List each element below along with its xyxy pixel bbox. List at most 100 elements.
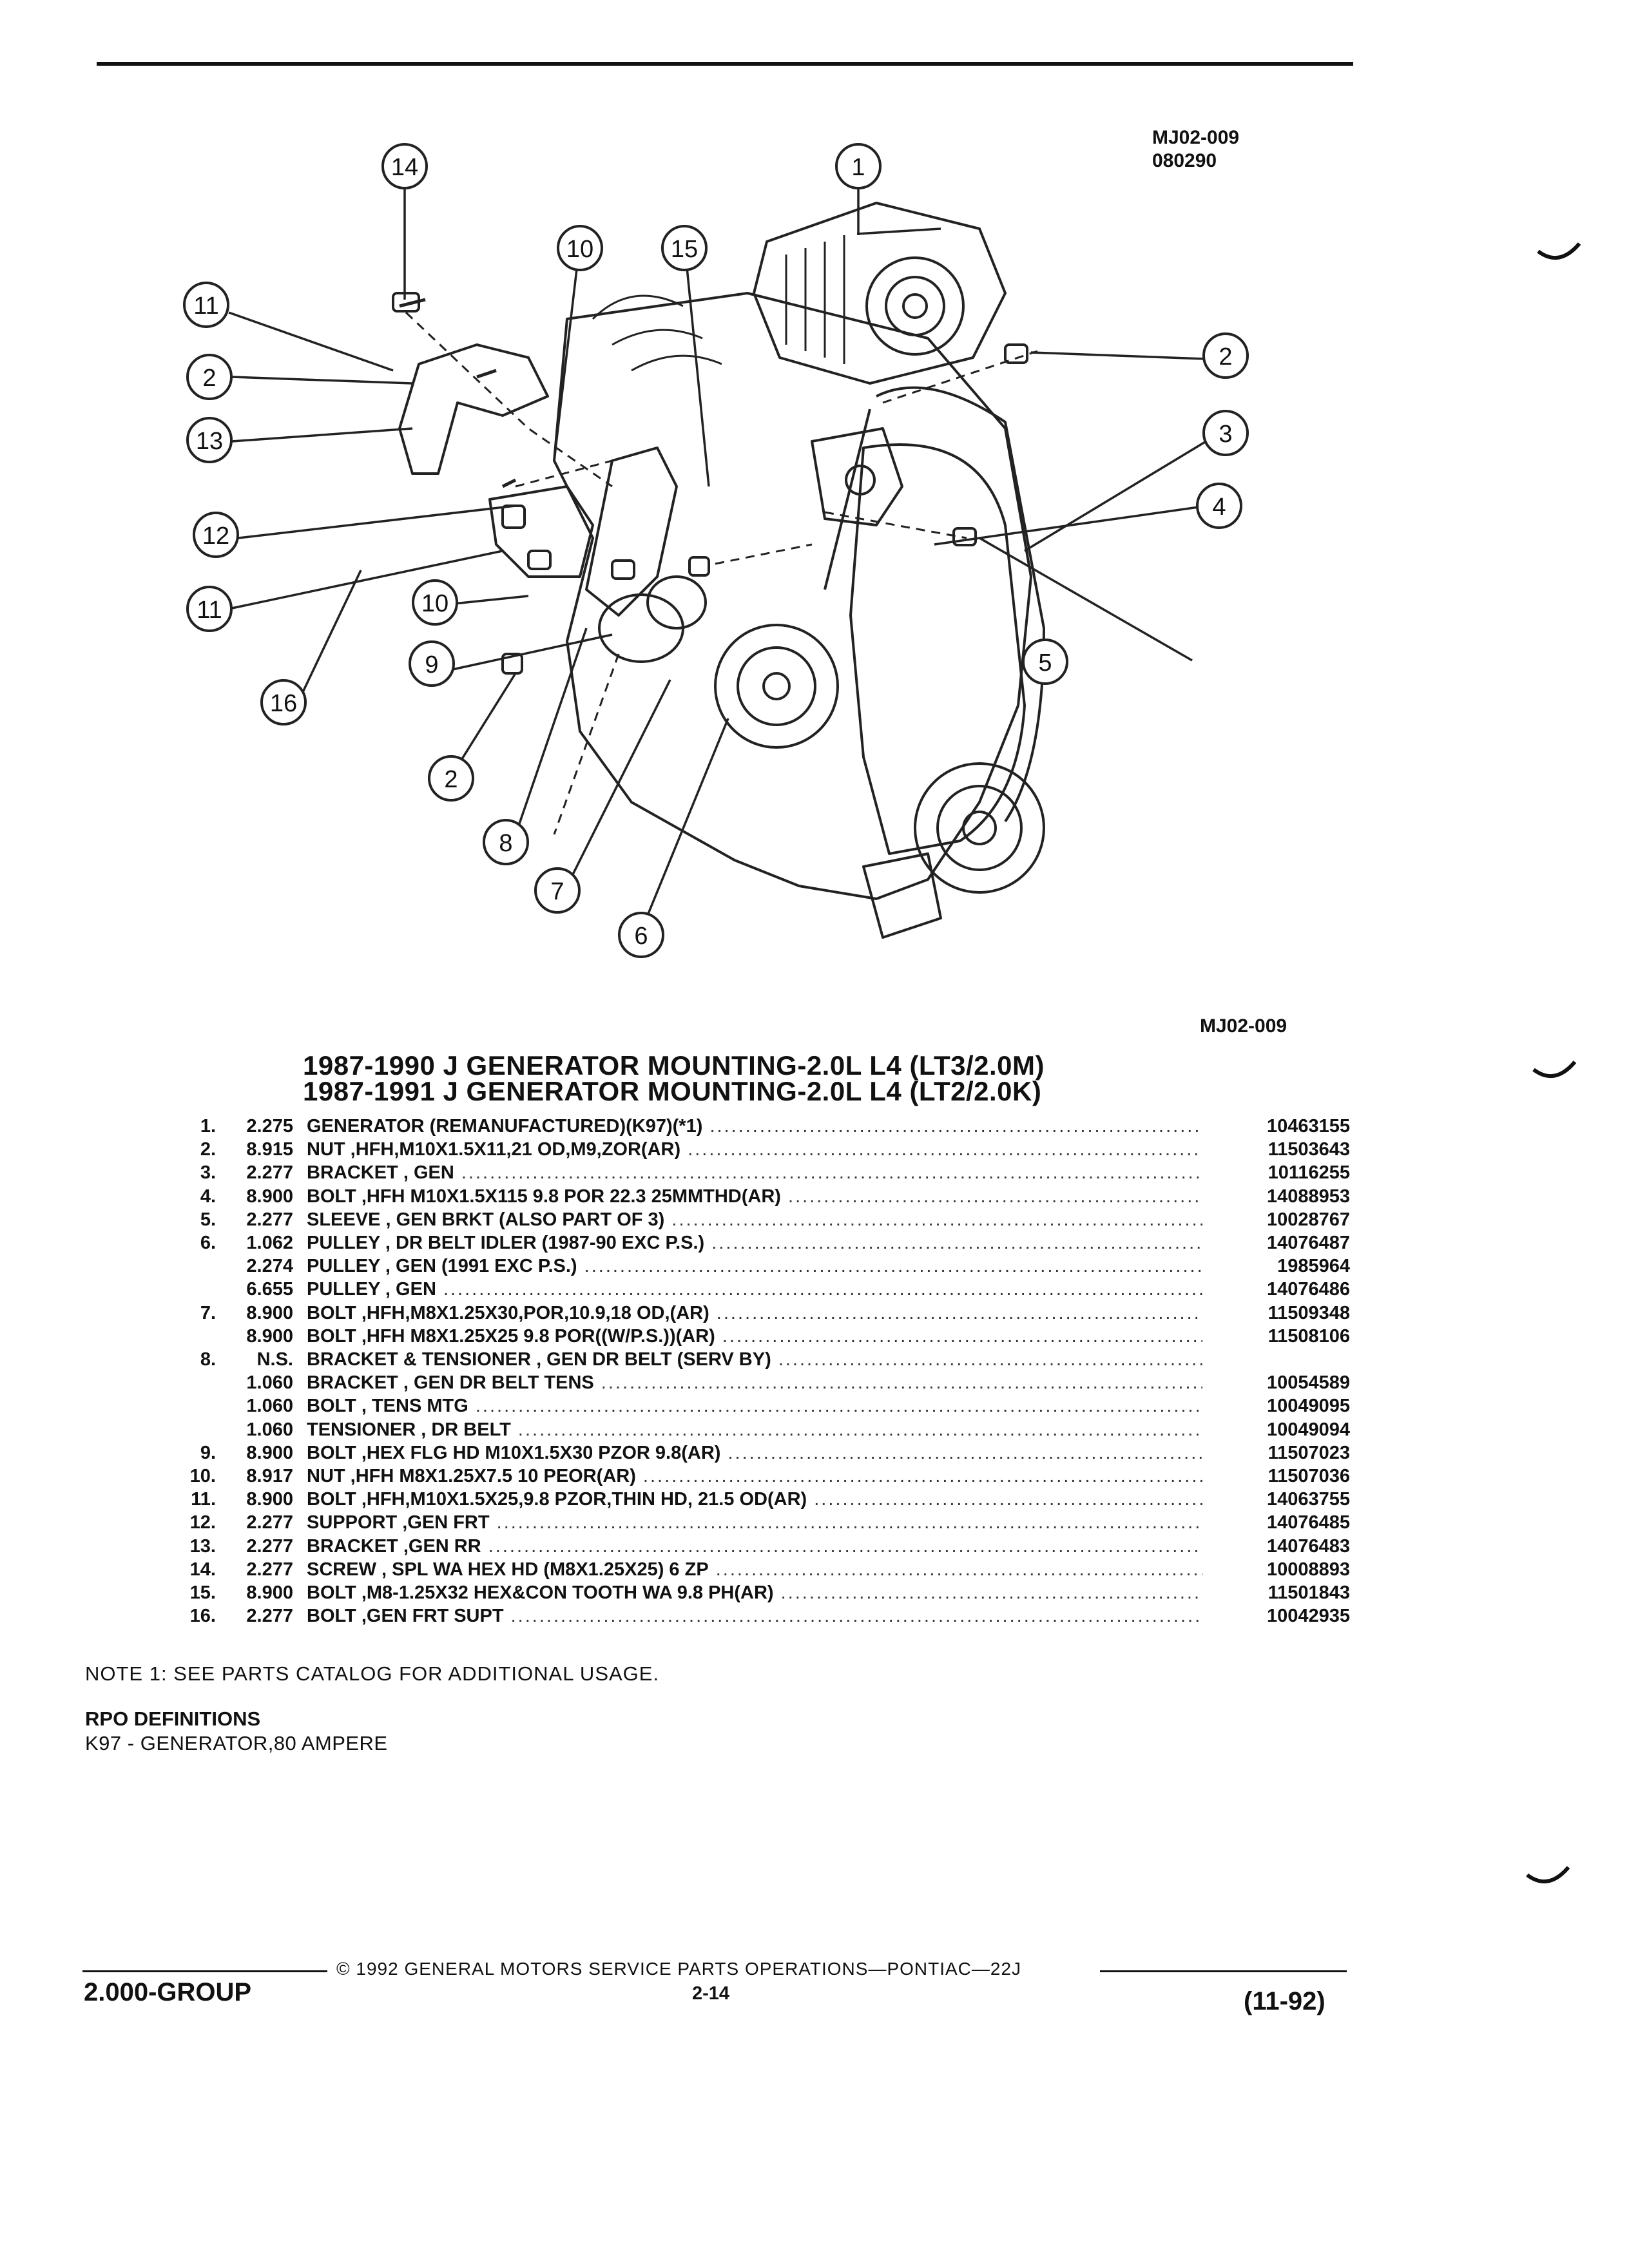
svg-text:7: 7 [550,878,564,905]
part-item-number: 4. [200,1186,216,1207]
part-number: 14076485 [1266,1512,1350,1533]
part-description: BOLT ,HFH M8X1.25X25 9.8 POR((W/P.S.))(A… [307,1325,715,1347]
part-row: 7. 8.900 BOLT ,HFH,M8X1.25X30,POR,10.9,18 … [0,1303,1629,1326]
part-description: GENERATOR (REMANUFACTURED)(K97)(*1) [307,1116,703,1137]
part-group-code: 2.277 [246,1535,293,1557]
dot-leaders: ........................................… [671,1209,1202,1230]
part-description: BOLT ,HFH,M10X1.5X25,9.8 PZOR,THIN HD, 2… [307,1489,807,1510]
part-description-cell: BOLT ,HFH M8X1.25X25 9.8 POR((W/P.S.))(A… [307,1326,1202,1347]
copyright: © 1992 GENERAL MOTORS SERVICE PARTS OPER… [336,1959,1022,1979]
dot-leaders: ........................................… [722,1325,1202,1347]
page-titles: 1987-1990 J GENERATOR MOUNTING-2.0L L4 (… [303,1050,1045,1106]
svg-text:15: 15 [671,236,698,263]
dot-leaders: ........................................… [716,1302,1202,1323]
part-row: 16. 2.277 BOLT ,GEN FRT SUPT .............… [0,1606,1629,1629]
footer-rule-left [82,1970,327,1972]
diagram-id-block: MJ02-009 080290 [1152,126,1239,173]
dot-leaders: ........................................… [780,1582,1202,1603]
dot-leaders: ........................................… [711,1233,1202,1253]
part-description: SUPPORT ,GEN FRT [307,1512,490,1533]
part-description: SLEEVE , GEN BRKT (ALSO PART OF 3) [307,1209,665,1230]
part-number: 11507023 [1268,1442,1350,1463]
callout-14: 14 [381,143,428,189]
part-group-code: 2.277 [246,1209,293,1230]
part-description-cell: BOLT ,M8-1.25X32 HEX&CON TOOTH WA 9.8 PH… [307,1582,1202,1604]
part-description: BOLT , TENS MTG [307,1396,468,1417]
callout-11-bottom: 11 [186,586,233,632]
part-number: 14088953 [1266,1186,1350,1207]
part-group-code: 2.277 [246,1606,293,1627]
diagram-date: 080290 [1152,150,1217,171]
part-item-number: 7. [200,1302,216,1323]
dot-leaders: ........................................… [488,1535,1202,1557]
part-group-code: 2.277 [246,1512,293,1533]
part-number: 1985964 [1277,1256,1350,1277]
part-number: 10463155 [1266,1116,1350,1137]
part-description: BRACKET & TENSIONER , GEN DR BELT (SERV … [307,1349,771,1370]
part-group-code: 2.274 [246,1256,293,1277]
part-description-cell: PULLEY , DR BELT IDLER (1987-90 EXC P.S.… [307,1233,1202,1254]
callout-6: 6 [618,912,664,958]
part-item-number: 15. [189,1582,216,1603]
generator-bracket [811,427,903,526]
title-line-1: 1987-1990 J GENERATOR MOUNTING-2.0L L4 (… [303,1050,1045,1081]
dot-leaders: ........................................… [517,1419,1202,1440]
part-item-number: 14. [189,1559,216,1580]
top-rule [97,62,1353,66]
callout-13: 13 [186,417,233,463]
dot-leaders: ........................................… [475,1396,1202,1417]
part-number: 11509348 [1268,1302,1350,1323]
engine-block-outline [553,292,1032,900]
rear-bracket [398,343,549,475]
part-group-code: 8.900 [246,1302,293,1323]
callout-16: 16 [260,679,307,726]
part-description: BRACKET , GEN [307,1162,454,1184]
svg-text:2: 2 [444,766,458,793]
part-row: 2.274 PULLEY , GEN (1991 EXC P.S.) ......… [0,1256,1629,1279]
revision-date: (11-92) [1244,1987,1325,2015]
oil-filter [862,852,942,939]
margin-mark [1537,242,1581,260]
part-description: BOLT ,M8-1.25X32 HEX&CON TOOTH WA 9.8 PH… [307,1582,774,1603]
callouts: 14 1 10 15 11 2 13 12 11 10 9 16 2 8 7 6… [183,143,1249,958]
part-group-code: 8.915 [246,1139,293,1160]
svg-text:11: 11 [197,597,222,624]
part-description: PULLEY , DR BELT IDLER (1987-90 EXC P.S.… [307,1233,705,1253]
part-description: BOLT ,HFH,M8X1.25X30,POR,10.9,18 OD,(AR) [307,1302,709,1323]
svg-text:10: 10 [421,590,448,617]
part-description-cell: SCREW , SPL WA HEX HD (M8X1.25X25) 6 ZP … [307,1559,1202,1581]
svg-text:14: 14 [391,154,418,181]
callout-1: 1 [835,143,882,189]
svg-text:8: 8 [499,830,512,857]
svg-text:11: 11 [193,293,218,320]
part-description-cell: BOLT , TENS MTG ........................… [307,1396,1202,1417]
part-description-cell: PULLEY , GEN (1991 EXC P.S.) ...........… [307,1256,1202,1277]
svg-text:2: 2 [202,365,216,392]
part-number: 14076486 [1266,1279,1350,1300]
title-line-2: 1987-1991 J GENERATOR MOUNTING-2.0L L4 (… [303,1076,1042,1106]
crank-pulley [914,762,1045,894]
part-row: 15. 8.900 BOLT ,M8-1.25X32 HEX&CON TOOTH W… [0,1582,1629,1606]
svg-text:2: 2 [1219,343,1232,370]
part-group-code: 8.900 [246,1582,293,1603]
part-group-code: 8.917 [246,1466,293,1486]
group-label: 2.000-GROUP [84,1978,252,2006]
part-group-code: 1.062 [246,1233,293,1253]
part-description-cell: BOLT ,HFH M10X1.5X115 9.8 POR 22.3 25MMT… [307,1186,1202,1207]
callout-2-left: 2 [186,354,233,400]
part-item-number: 16. [189,1606,216,1627]
figure-label: MJ02-009 [1200,1015,1287,1037]
part-description-cell: GENERATOR (REMANUFACTURED)(K97)(*1) ....… [307,1116,1202,1137]
part-description-cell: NUT ,HFH M8X1.25X7.5 10 PEOR(AR) .......… [307,1466,1202,1487]
part-row: 8.N.S.BRACKET & TENSIONER , GEN DR BELT … [0,1349,1629,1372]
svg-text:4: 4 [1212,494,1226,521]
part-description: TENSIONER , DR BELT [307,1419,511,1440]
part-description-cell: BOLT ,GEN FRT SUPT .....................… [307,1606,1202,1627]
